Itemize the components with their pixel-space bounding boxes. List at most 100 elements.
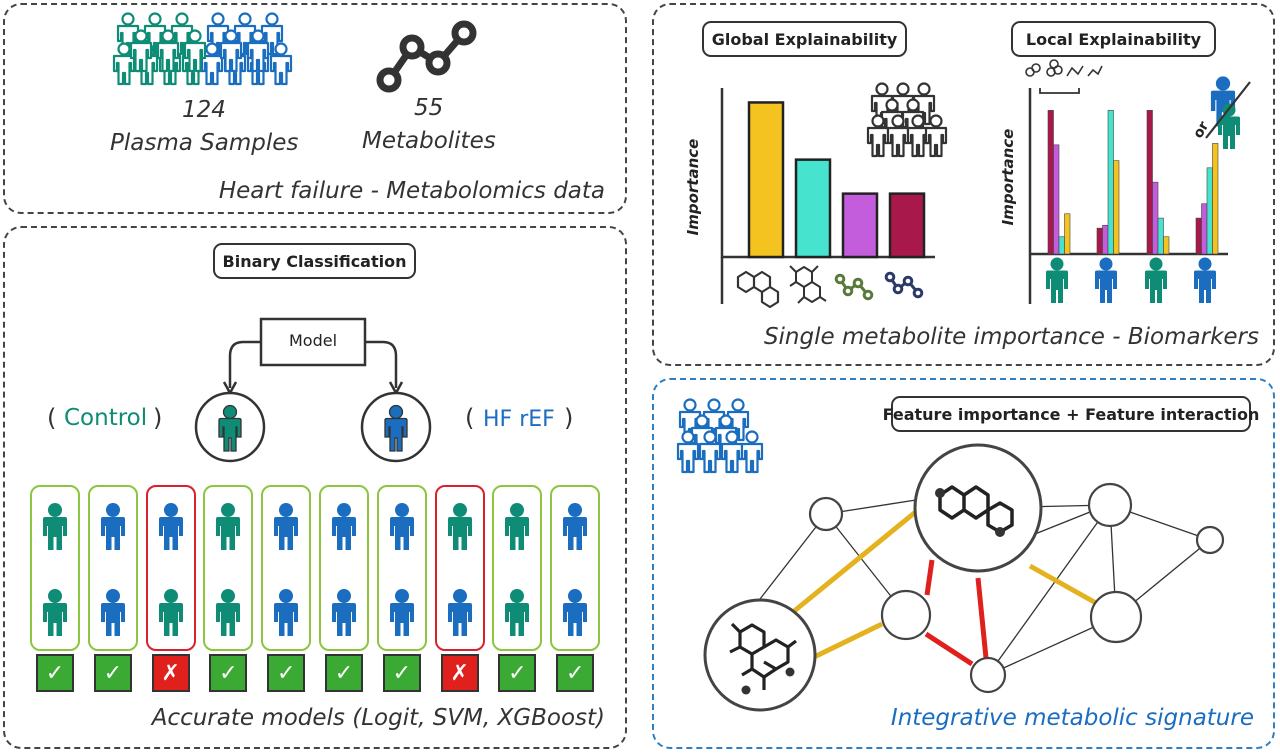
network-edges — [752, 499, 1211, 676]
molecule-icon-1 — [736, 270, 780, 309]
global-bars — [747, 101, 926, 259]
local-control-icon-2 — [1145, 257, 1167, 303]
check-mark-icon: ✓ — [382, 654, 421, 692]
prediction-card — [261, 485, 312, 651]
molecule-icon-3 — [834, 273, 874, 301]
local-bar-1-3 — [1058, 236, 1065, 255]
prediction-card — [434, 485, 485, 651]
cross-mark-icon: ✗ — [151, 654, 190, 692]
metabolite-chain-icon — [376, 20, 477, 93]
samples-count: 124 — [182, 97, 226, 123]
featured-metabolite-node-2 — [703, 598, 817, 712]
hf-open-paren: ( — [465, 404, 475, 432]
local-bar-3-4 — [1163, 236, 1170, 255]
hf-label: HF rEF — [483, 407, 555, 432]
patient-icon — [271, 587, 301, 641]
metabolites-count: 55 — [414, 95, 444, 121]
patient-icon — [329, 587, 359, 641]
molecule-icon-4 — [884, 271, 924, 299]
check-mark-icon: ✓ — [93, 654, 132, 692]
local-bar-3-3 — [1157, 217, 1164, 255]
control-label: Control — [64, 405, 148, 431]
prediction-card — [145, 485, 196, 651]
global-explainability-title: Global Explainability — [702, 21, 907, 57]
local-bar-3-1 — [1146, 110, 1153, 255]
local-explainability-title: Local Explainability — [1011, 21, 1216, 57]
patient-icon — [213, 501, 243, 555]
binary-classification-title: Binary Classification — [213, 243, 416, 279]
hf-close-paren: ) — [564, 404, 574, 432]
patient-icon — [156, 501, 186, 555]
local-hf-icon-1 — [1095, 257, 1117, 303]
prediction-card — [87, 485, 138, 651]
patient-icon — [213, 587, 243, 641]
molecule-icon-2 — [789, 265, 827, 304]
local-bar-4-3 — [1206, 167, 1213, 255]
population-crowd-icon — [866, 82, 948, 158]
local-bar-2-3 — [1107, 110, 1114, 255]
global-bar-1 — [747, 101, 785, 259]
featured-metabolite-node-1 — [913, 443, 1043, 573]
arrow-to-hf — [365, 340, 398, 388]
check-mark-icon: ✓ — [209, 654, 248, 692]
patient-icon — [560, 587, 590, 641]
metabolomics-data-panel — [3, 3, 627, 214]
patient-icon — [560, 501, 590, 555]
patient-icon — [329, 501, 359, 555]
patient-icon — [502, 501, 532, 555]
local-molecules-icon — [1025, 59, 1103, 94]
prediction-card — [492, 485, 543, 651]
divider-line — [1205, 81, 1251, 139]
global-bar-2 — [794, 158, 832, 259]
patient-icon — [387, 501, 417, 555]
control-open-paren: ( — [47, 404, 57, 432]
local-bar-4-1 — [1195, 217, 1202, 255]
model-label: Model — [288, 331, 338, 350]
check-mark-icon: ✓ — [325, 654, 363, 692]
patient-icon — [502, 587, 532, 641]
prediction-card — [376, 485, 427, 651]
feature-interaction-title: Feature importance + Feature interaction — [883, 396, 1259, 432]
global-ylabel: Importance — [684, 138, 702, 236]
check-mark-icon: ✓ — [36, 654, 74, 692]
local-control-icon-1 — [1046, 257, 1068, 303]
prediction-card — [319, 485, 369, 651]
patient-icon — [445, 501, 475, 555]
local-bars — [1047, 110, 1219, 255]
check-mark-icon: ✓ — [267, 654, 306, 692]
network-nodes — [808, 482, 1225, 694]
local-bar-1-1 — [1047, 110, 1054, 255]
prediction-card — [203, 485, 254, 651]
local-ylabel: Importance — [999, 128, 1017, 226]
biomarkers-panel — [652, 3, 1275, 366]
local-bar-1-2 — [1053, 144, 1060, 255]
control-close-paren: ) — [153, 404, 163, 432]
global-bar-4 — [888, 192, 926, 259]
local-bar-2-2 — [1102, 224, 1109, 255]
local-bar-3-2 — [1152, 181, 1159, 255]
local-bar-1-4 — [1064, 213, 1071, 255]
prediction-card — [30, 485, 80, 651]
network-crowd-icon — [676, 398, 764, 474]
patient-icon — [445, 587, 475, 641]
local-hf-icon-2 — [1194, 257, 1216, 303]
cross-mark-icon: ✗ — [440, 654, 479, 692]
binary-classification-panel — [3, 226, 627, 749]
patient-icon — [40, 501, 70, 555]
metabolomics-caption: Heart failure - Metabolomics data — [218, 178, 605, 204]
patient-icon — [156, 587, 186, 641]
patient-crowd-icon — [112, 12, 293, 86]
patient-icon — [387, 587, 417, 641]
check-mark-icon: ✓ — [556, 654, 595, 692]
local-bar-2-4 — [1113, 160, 1120, 255]
metabolites-label: Metabolites — [362, 128, 496, 154]
arrow-to-control — [228, 340, 261, 388]
patient-icon — [40, 587, 70, 641]
check-mark-icon: ✓ — [498, 654, 537, 692]
global-bar-3 — [841, 192, 879, 259]
local-bar-4-2 — [1201, 203, 1208, 255]
patient-icon — [98, 587, 128, 641]
models-caption: Accurate models (Logit, SVM, XGBoost) — [151, 705, 605, 731]
local-bar-4-4 — [1212, 143, 1219, 255]
